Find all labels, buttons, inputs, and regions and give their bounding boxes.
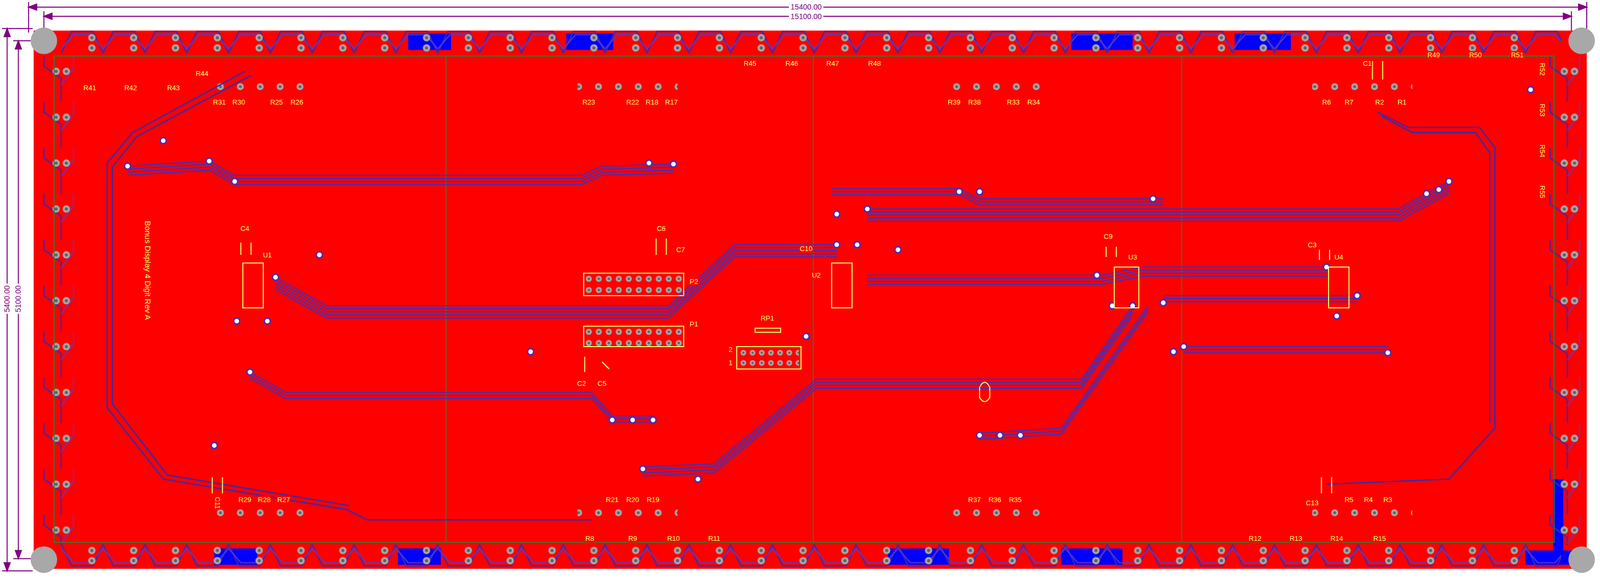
silkscreen-label: U4: [1333, 253, 1344, 262]
silkscreen-label: C1: [1362, 59, 1373, 68]
silkscreen-label: R8: [584, 534, 595, 543]
silkscreen-label: R39: [947, 98, 961, 107]
silkscreen-label: C11: [213, 496, 222, 510]
silkscreen-label: R27: [276, 496, 291, 505]
silkscreen-label: P1: [688, 320, 699, 329]
silkscreen-label: R37: [967, 496, 982, 505]
silkscreen-label: C3: [1307, 241, 1318, 250]
silkscreen-label: R1: [1397, 98, 1408, 107]
silkscreen-label: C2: [576, 379, 587, 388]
silkscreen-label: R17: [664, 98, 679, 107]
silkscreen-label: R30: [232, 98, 246, 107]
silkscreen-label: R10: [666, 534, 681, 543]
silkscreen-label: R15: [1372, 534, 1387, 543]
silkscreen-label: R3: [1382, 496, 1393, 505]
silkscreen-label: R22: [625, 98, 640, 107]
silkscreen-label: C10: [799, 244, 814, 253]
silkscreen-label: U3: [1127, 253, 1138, 262]
silkscreen-label: R12: [1248, 534, 1263, 543]
silkscreen-label: R51: [1510, 50, 1525, 59]
silkscreen-label: R43: [166, 83, 181, 92]
silkscreen-label: R50: [1468, 50, 1483, 59]
silkscreen-label: R2: [1374, 98, 1385, 107]
silkscreen-label: 2: [728, 345, 734, 354]
silkscreen-label: R55: [1538, 184, 1547, 199]
dimension-text: 15100.00: [788, 12, 823, 21]
dimension-text: 5400.00: [2, 284, 12, 315]
silkscreen-label: R38: [967, 98, 982, 107]
dimension-text: 5100.00: [14, 284, 23, 315]
silkscreen-label: R47: [826, 59, 840, 68]
silkscreen-label: P2: [688, 277, 699, 286]
silkscreen-label: R31: [212, 98, 227, 107]
silkscreen-label: R52: [1538, 62, 1547, 77]
silkscreen-label: U1: [262, 251, 273, 260]
silkscreen-label: R35: [1008, 496, 1023, 505]
silkscreen-label: R29: [237, 496, 252, 505]
silkscreen-label: R11: [707, 534, 721, 543]
dimension-text: 15400.00: [788, 2, 823, 12]
silkscreen-label: 1: [728, 359, 734, 368]
silkscreen-label: R20: [625, 496, 640, 505]
silkscreen-label: R42: [123, 83, 138, 92]
silkscreen-label: R14: [1329, 534, 1344, 543]
silkscreen-label: C6: [656, 224, 667, 233]
silkscreen-label: R5: [1343, 496, 1355, 505]
silkscreen-label: R9: [627, 534, 638, 543]
silkscreen-label: C13: [1305, 499, 1319, 508]
silkscreen-label: U2: [811, 271, 822, 280]
silkscreen-label: R13: [1289, 534, 1304, 543]
silkscreen-label: R25: [269, 98, 284, 107]
board-title: Bonus Display 4 Digit Rev A: [143, 220, 153, 321]
silkscreen-label: R19: [645, 496, 660, 505]
silkscreen-label: C7: [675, 245, 686, 254]
silkscreen-label: R33: [1006, 98, 1021, 107]
silkscreen-label: R6: [1321, 98, 1332, 107]
silkscreen-label: R41: [82, 83, 97, 92]
silkscreen-label: R34: [1026, 98, 1041, 107]
silkscreen-label: C5: [597, 379, 608, 388]
silkscreen-label: R45: [743, 59, 757, 68]
silkscreen-label: C4: [240, 224, 251, 233]
silkscreen-label: R4: [1363, 496, 1374, 505]
silkscreen-label: R7: [1343, 98, 1355, 107]
silkscreen-label: R26: [290, 98, 304, 107]
silkscreen-label: R18: [645, 98, 660, 107]
silkscreen-label: R21: [605, 496, 620, 505]
silkscreen-label: R49: [1426, 50, 1441, 59]
silkscreen-label: R28: [257, 496, 272, 505]
silkscreen-label: R46: [785, 59, 799, 68]
silkscreen-label: R44: [194, 69, 209, 78]
silkscreen-label: R36: [988, 496, 1002, 505]
silkscreen-label: R54: [1538, 143, 1547, 158]
silkscreen-label: R48: [867, 59, 882, 68]
silkscreen-label: C9: [1103, 232, 1114, 241]
silkscreen-label: R53: [1538, 103, 1547, 118]
silkscreen-label: R23: [581, 98, 596, 107]
silkscreen-label: RP1: [760, 314, 775, 323]
